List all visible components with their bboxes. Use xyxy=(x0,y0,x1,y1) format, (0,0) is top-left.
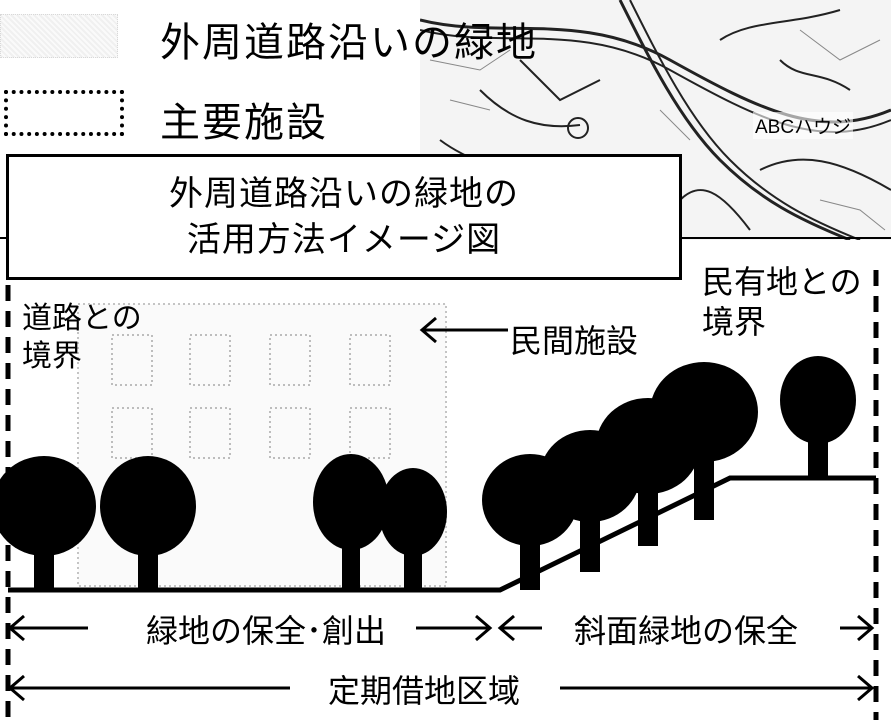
tree xyxy=(379,468,447,590)
tree xyxy=(313,454,389,590)
private-facility-arrow xyxy=(419,316,508,344)
ground-profile xyxy=(8,475,876,593)
tree xyxy=(0,456,96,590)
tree xyxy=(650,362,758,520)
leasehold-area-arrow xyxy=(7,674,875,702)
road-boundary-label-line2: 境界 xyxy=(22,339,82,374)
diagram-title-line2: 活用方法イメージ図 xyxy=(186,220,502,260)
private-facility-label: 民間施設 xyxy=(510,322,639,360)
diagram-title-box: 外周道路沿いの緑地の 活用方法イメージ図 xyxy=(6,154,682,280)
green-conservation-label: 緑地の保全･創出 xyxy=(140,606,393,652)
diagram-title-line1: 外周道路沿いの緑地の xyxy=(169,174,519,214)
legend-facility-label: 主要施設 xyxy=(160,100,328,146)
private-land-boundary-label: 民有地との 境界 xyxy=(702,262,862,342)
legend-green: 外周道路沿いの緑地 xyxy=(160,10,538,68)
tree xyxy=(100,456,196,590)
private-land-boundary-label-line1: 民有地との xyxy=(702,263,862,301)
trees xyxy=(0,356,856,590)
road-boundary-label-line1: 道路との xyxy=(22,301,142,336)
map-roads xyxy=(420,0,891,240)
slope-conservation-arrow xyxy=(497,614,875,642)
leasehold-area-label: 定期借地区域 xyxy=(322,666,527,712)
map-place-label: ABCハウジ xyxy=(753,112,854,139)
private-land-boundary-label-line2: 境界 xyxy=(702,303,767,341)
legend-facility: 主要施設 xyxy=(160,90,328,148)
legend-green-label: 外周道路沿いの緑地 xyxy=(160,20,538,66)
green-conservation-arrow xyxy=(7,614,493,642)
main-facility-swatch xyxy=(4,90,124,136)
slope-conservation-label: 斜面緑地の保全 xyxy=(568,606,805,652)
green-area-swatch xyxy=(0,14,118,58)
tree xyxy=(780,356,856,478)
road-boundary-label: 道路との 境界 xyxy=(22,300,142,376)
